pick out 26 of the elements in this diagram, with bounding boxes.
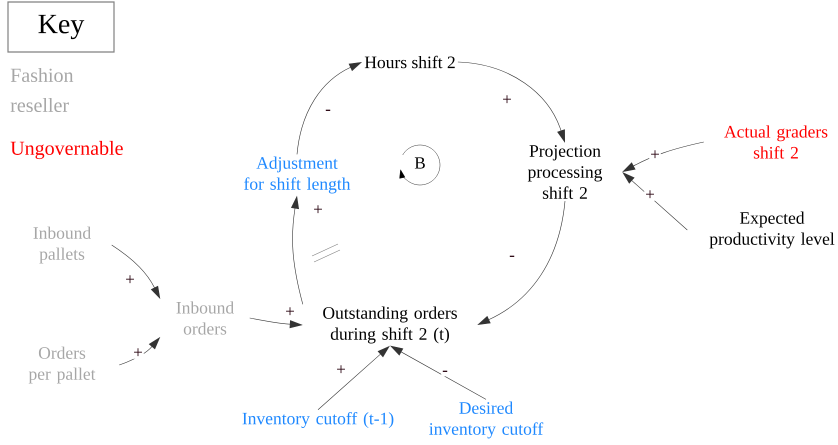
polarity-sign: + [124, 274, 136, 286]
polarity-sign: + [284, 306, 296, 318]
polarity-sign: - [441, 370, 449, 376]
variable-text: Outstanding orders during shift 2 (t) [323, 306, 457, 344]
variable-text: Hours shift 2 [364, 56, 455, 68]
loop-label: B [414, 157, 425, 169]
legend-entry: Fashion reseller [10, 68, 74, 112]
variable-text: Inbound orders [176, 301, 234, 335]
polarity-sign: + [501, 94, 513, 106]
variable-text: Orders per pallet [28, 346, 96, 384]
variable-text: Adjustment for shift length [244, 156, 350, 194]
polarity-sign: + [649, 149, 661, 161]
polarity-sign: + [335, 364, 347, 376]
variable-text: Expected productivity level [710, 212, 834, 248]
variable-text: Actual graders shift 2 [724, 125, 828, 159]
legend-entry: Ungovernable [10, 140, 123, 160]
variable-text: Inventory cutoff (t-1) [242, 412, 394, 428]
polarity-sign: - [324, 108, 332, 116]
polarity-sign: + [312, 204, 324, 216]
polarity-sign: + [644, 189, 656, 201]
variable-text: Inbound pallets [33, 226, 91, 264]
key-box: Key [7, 1, 115, 53]
polarity-sign: + [132, 347, 144, 359]
variable-text: Projection processing shift 2 [528, 145, 602, 199]
polarity-sign: - [508, 254, 516, 262]
variable-text: Desired inventory cutoff [429, 402, 544, 438]
